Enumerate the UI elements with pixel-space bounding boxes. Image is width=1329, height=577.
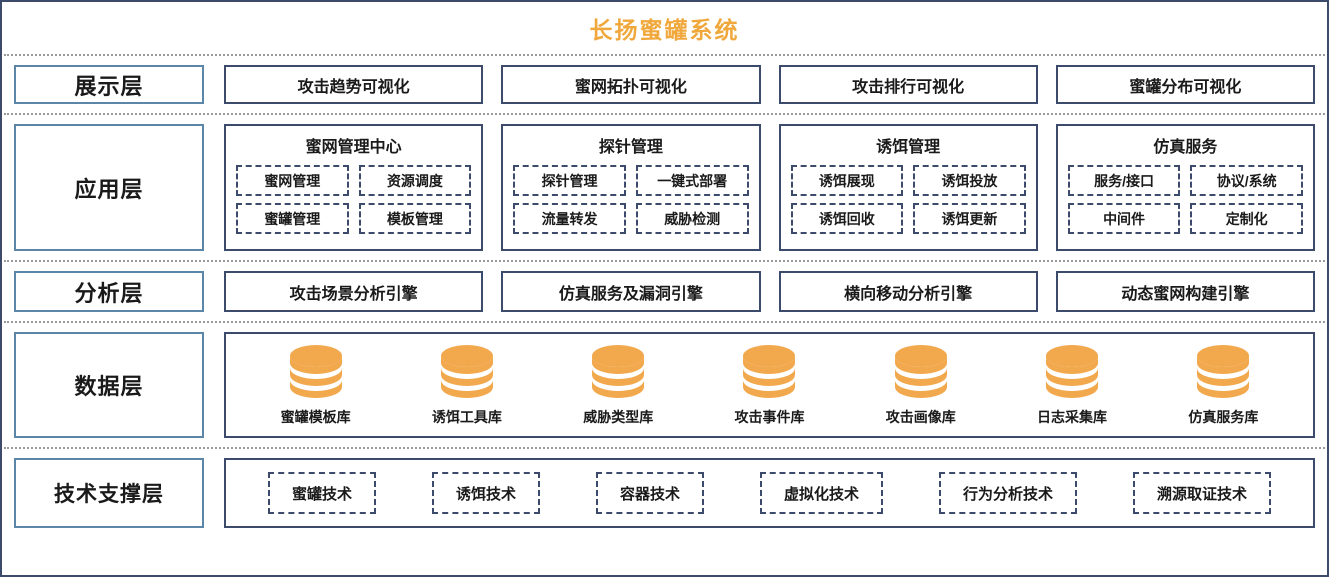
database-cylinder-icon — [592, 345, 645, 398]
application-group-3-cell-1[interactable]: 协议/系统 — [1190, 165, 1303, 196]
application-group-0-cell-2[interactable]: 蜜罐管理 — [236, 203, 349, 234]
data-item-4[interactable]: 攻击画像库 — [886, 343, 956, 427]
layer-label-analysis: 分析层 — [14, 271, 204, 312]
layer-label-data: 数据层 — [14, 332, 204, 438]
application-group-1: 探针管理 探针管理 一键式部署 流量转发 威胁检测 — [501, 124, 761, 251]
data-item-1[interactable]: 诱饵工具库 — [432, 343, 502, 427]
application-group-1-cell-0[interactable]: 探针管理 — [513, 165, 626, 196]
database-cylinder-icon — [289, 345, 342, 398]
support-item-3[interactable]: 虚拟化技术 — [759, 472, 883, 514]
application-group-1-cell-2[interactable]: 流量转发 — [513, 203, 626, 234]
database-cylinder-icon — [1197, 345, 1250, 398]
data-item-3-label: 攻击事件库 — [734, 409, 805, 425]
layer-label-analysis-text: 分析层 — [74, 280, 144, 306]
database-cylinder-icon — [1046, 345, 1099, 398]
application-group-2-cell-0[interactable]: 诱饵展现 — [790, 165, 904, 196]
application-group-2-cell-3[interactable]: 诱饵更新 — [913, 203, 1026, 234]
application-group-2-cell-2[interactable]: 诱饵回收 — [790, 203, 904, 234]
application-group-1-cell-3[interactable]: 威胁检测 — [635, 203, 749, 234]
section-divider — [4, 54, 1325, 56]
data-item-4-label: 攻击画像库 — [885, 409, 956, 425]
application-group-1-grid: 探针管理 一键式部署 流量转发 威胁检测 — [513, 165, 749, 234]
application-group-0-cell-3[interactable]: 模板管理 — [358, 203, 472, 234]
layer-label-presentation: 展示层 — [14, 65, 204, 104]
support-item-2[interactable]: 容器技术 — [595, 472, 704, 514]
support-items-panel: 蜜罐技术 诱饵技术 容器技术 虚拟化技术 行为分析技术 溯源取证技术 — [224, 458, 1315, 528]
section-divider — [4, 113, 1325, 115]
layer-row-application: 应用层 蜜网管理中心 蜜网管理 资源调度 蜜罐管理 模板管理 探针管理 探针管理… — [2, 115, 1327, 260]
analysis-item-1[interactable]: 仿真服务及漏洞引擎 — [501, 271, 761, 312]
data-item-6[interactable]: 仿真服务库 — [1188, 343, 1258, 427]
section-divider — [4, 321, 1325, 323]
application-group-0-title: 蜜网管理中心 — [305, 139, 402, 156]
application-group-2-title: 诱饵管理 — [876, 139, 941, 156]
application-group-3: 仿真服务 服务/接口 协议/系统 中间件 定制化 — [1055, 124, 1315, 251]
application-group-3-cell-3[interactable]: 定制化 — [1190, 203, 1303, 234]
application-group-0-cell-0[interactable]: 蜜网管理 — [236, 165, 349, 196]
support-item-4[interactable]: 行为分析技术 — [938, 472, 1077, 514]
data-item-6-label: 仿真服务库 — [1188, 409, 1259, 425]
application-group-2: 诱饵管理 诱饵展现 诱饵投放 诱饵回收 诱饵更新 — [778, 124, 1038, 251]
support-item-5[interactable]: 溯源取证技术 — [1132, 472, 1271, 514]
analysis-item-3[interactable]: 动态蜜网构建引擎 — [1055, 271, 1315, 312]
diagram-title-band: 长扬蜜罐系统 — [2, 2, 1327, 54]
presentation-items: 攻击趋势可视化 蜜网拓扑可视化 攻击排行可视化 蜜罐分布可视化 — [224, 65, 1315, 104]
application-group-3-cell-2[interactable]: 中间件 — [1067, 203, 1181, 234]
support-item-1[interactable]: 诱饵技术 — [431, 472, 540, 514]
application-group-0-grid: 蜜网管理 资源调度 蜜罐管理 模板管理 — [236, 165, 472, 234]
layer-label-data-text: 数据层 — [74, 374, 144, 399]
database-cylinder-icon — [440, 345, 493, 398]
analysis-items: 攻击场景分析引擎 仿真服务及漏洞引擎 横向移动分析引擎 动态蜜网构建引擎 — [224, 271, 1315, 312]
data-item-5-label: 日志采集库 — [1037, 409, 1108, 425]
section-divider — [4, 447, 1325, 449]
support-item-0[interactable]: 蜜罐技术 — [267, 472, 376, 514]
layer-label-application: 应用层 — [14, 124, 204, 251]
layer-label-support-text: 技术支撑层 — [54, 483, 164, 506]
data-item-2-label: 威胁类型库 — [583, 409, 654, 425]
application-group-2-grid: 诱饵展现 诱饵投放 诱饵回收 诱饵更新 — [790, 165, 1026, 234]
presentation-item-2[interactable]: 攻击排行可视化 — [778, 65, 1038, 104]
data-item-3[interactable]: 攻击事件库 — [734, 343, 804, 427]
data-item-2[interactable]: 威胁类型库 — [583, 343, 653, 427]
presentation-item-0[interactable]: 攻击趋势可视化 — [224, 65, 484, 104]
data-item-1-label: 诱饵工具库 — [431, 409, 502, 425]
presentation-item-1[interactable]: 蜜网拓扑可视化 — [501, 65, 761, 104]
application-group-3-cell-0[interactable]: 服务/接口 — [1067, 165, 1181, 196]
database-cylinder-icon — [743, 345, 796, 398]
layer-row-support: 技术支撑层 蜜罐技术 诱饵技术 容器技术 虚拟化技术 行为分析技术 溯源取证技术 — [2, 449, 1327, 537]
data-item-0-label: 蜜罐模板库 — [280, 409, 351, 425]
layer-row-presentation: 展示层 攻击趋势可视化 蜜网拓扑可视化 攻击排行可视化 蜜罐分布可视化 — [2, 56, 1327, 113]
application-group-2-cell-1[interactable]: 诱饵投放 — [913, 165, 1026, 196]
section-divider — [4, 260, 1325, 262]
data-item-5[interactable]: 日志采集库 — [1037, 343, 1107, 427]
page-title: 长扬蜜罐系统 — [589, 17, 740, 43]
presentation-item-3[interactable]: 蜜罐分布可视化 — [1055, 65, 1315, 104]
analysis-item-0[interactable]: 攻击场景分析引擎 — [224, 271, 484, 312]
database-cylinder-icon — [894, 345, 947, 398]
layer-row-data: 数据层 蜜罐模板库 — [2, 323, 1327, 447]
application-group-1-cell-1[interactable]: 一键式部署 — [635, 165, 749, 196]
analysis-item-2[interactable]: 横向移动分析引擎 — [778, 271, 1038, 312]
layer-label-support: 技术支撑层 — [14, 458, 204, 528]
application-group-3-grid: 服务/接口 协议/系统 中间件 定制化 — [1067, 165, 1303, 234]
data-item-0[interactable]: 蜜罐模板库 — [281, 343, 351, 427]
application-group-3-title: 仿真服务 — [1153, 139, 1218, 156]
application-groups: 蜜网管理中心 蜜网管理 资源调度 蜜罐管理 模板管理 探针管理 探针管理 一键式… — [224, 124, 1315, 251]
layer-label-application-text: 应用层 — [74, 176, 144, 202]
application-group-0: 蜜网管理中心 蜜网管理 资源调度 蜜罐管理 模板管理 — [224, 124, 484, 251]
application-group-1-title: 探针管理 — [598, 139, 663, 156]
layer-label-presentation-text: 展示层 — [74, 73, 144, 99]
layer-row-analysis: 分析层 攻击场景分析引擎 仿真服务及漏洞引擎 横向移动分析引擎 动态蜜网构建引擎 — [2, 262, 1327, 321]
application-group-0-cell-1[interactable]: 资源调度 — [358, 165, 472, 196]
data-items-panel: 蜜罐模板库 诱饵工具库 — [224, 332, 1315, 438]
